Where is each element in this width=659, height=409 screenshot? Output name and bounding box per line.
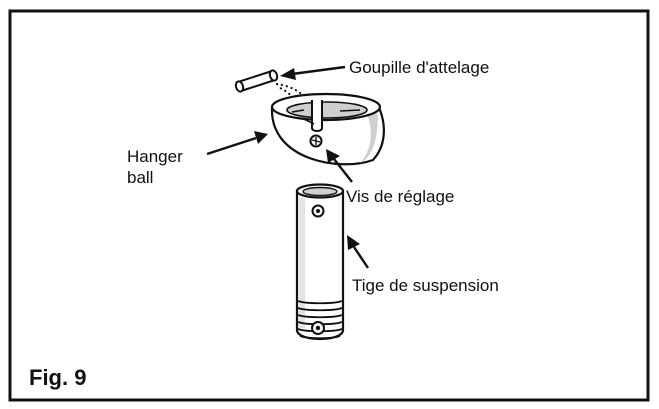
label-downrod: Tige de suspension [352,276,499,295]
label-set-screw: Vis de réglage [346,187,454,206]
label-hanger-ball-line2: ball [127,168,153,187]
coupling-pin [234,69,279,93]
callout-arrows [206,65,369,269]
label-hanger-ball-line1: Hanger [127,147,183,166]
hanger-ball [270,92,385,166]
figure-label: Fig. 9 [29,365,86,390]
label-coupling-pin: Goupille d'attelage [349,58,489,77]
downrod [295,183,345,340]
